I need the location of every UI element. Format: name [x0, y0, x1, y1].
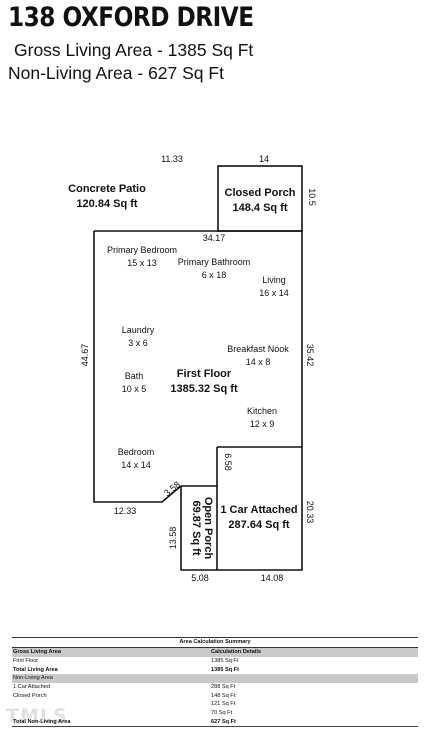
room-laundry-size: 3 x 6	[128, 338, 148, 348]
summary-header-row: Gross Living Area Calculation Details	[12, 648, 418, 657]
floor-plan-diagram: 11.33 14 10.5 34.17 44.67 35.42 6.58 20.…	[68, 154, 317, 583]
closed-porch-sqft: 148.4 Sq ft	[232, 202, 287, 214]
table-row: Total Non-Living Area 627 Sq Ft	[12, 718, 418, 728]
garage-sqft: 287.64 Sq ft	[228, 519, 289, 531]
garage-name: 1 Car Attached	[220, 504, 297, 516]
table-row: 121 Sq Ft	[12, 700, 418, 709]
room-bath-size: 10 x 5	[122, 384, 147, 394]
table-row: 70 Sq Ft	[12, 709, 418, 718]
row-label: Total Living Area	[13, 666, 58, 673]
page-title: 138 OXFORD DRIVE	[8, 2, 254, 33]
table-row: Closed Porch 148 Sq Ft	[12, 692, 418, 701]
room-living: Living	[262, 275, 286, 285]
table-row: Total Living Area 1385 Sq Ft	[12, 666, 418, 675]
non-living-area-label: Non-Living Area - 627 Sq Ft	[8, 63, 224, 83]
summary-col-details: Calculation Details	[211, 649, 262, 655]
room-bath: Bath	[125, 371, 144, 381]
room-bedroom: Bedroom	[118, 447, 155, 457]
room-breakfast-nook-size: 14 x 8	[246, 357, 271, 367]
area-summary-table: Area Calculation Summary Gross Living Ar…	[12, 637, 418, 728]
watermark-logo: TMLS	[6, 705, 68, 727]
room-primary-bathroom: Primary Bathroom	[178, 257, 251, 267]
row-label: Non-Living Area	[13, 675, 53, 682]
dim-garage-left: 6.58	[223, 453, 233, 471]
row-value: 148 Sq Ft	[211, 692, 236, 699]
summary-title: Area Calculation Summary	[12, 637, 418, 648]
dim-garage-right: 20.33	[305, 501, 315, 524]
row-label: First Floor	[13, 658, 39, 664]
row-value: 288 Sq Ft	[211, 684, 236, 691]
table-row: 1 Car Attached 288 Sq Ft	[12, 683, 418, 692]
room-kitchen-size: 12 x 9	[250, 419, 275, 429]
first-floor-outline-left	[93, 231, 182, 503]
dim-bottom-left: 12.33	[114, 506, 137, 516]
dim-left: 44.67	[80, 344, 90, 367]
summary-non-living-header: Non-Living Area	[12, 674, 418, 684]
patio-sqft: 120.84 Sq ft	[76, 198, 137, 210]
room-primary-bedroom: Primary Bedroom	[107, 245, 177, 255]
dim-main-top: 34.17	[203, 233, 226, 243]
room-breakfast-nook: Breakfast Nook	[227, 344, 289, 354]
room-kitchen: Kitchen	[247, 406, 277, 416]
summary-col-gross: Gross Living Area	[13, 649, 61, 655]
room-living-size: 16 x 14	[259, 288, 289, 298]
row-value: 627 Sq Ft	[211, 718, 236, 725]
row-value: 1385 Sq Ft	[211, 658, 239, 664]
gross-living-area-label: Gross Living Area - 1385 Sq Ft	[14, 40, 254, 60]
patio-name: Concrete Patio	[68, 183, 146, 195]
dim-porch-top: 14	[259, 154, 269, 164]
open-porch-name: Open Porch	[202, 497, 214, 560]
dim-porch-right: 10.5	[307, 188, 317, 206]
room-laundry: Laundry	[122, 325, 155, 335]
row-label: 1 Car Attached	[13, 684, 51, 691]
dim-patio-top: 11.33	[161, 154, 183, 164]
open-porch-sqft: 69.87 Sq ft	[190, 500, 202, 555]
table-row: First Floor 1385 Sq Ft	[12, 657, 418, 666]
dim-right: 35.42	[305, 344, 315, 367]
row-value: 70 Sq Ft	[211, 709, 233, 716]
dim-open-porch-left: 13.58	[168, 527, 178, 550]
first-floor-outline	[94, 230, 303, 447]
room-bedroom-size: 14 x 14	[121, 460, 151, 470]
dim-open-porch-bottom: 5.08	[191, 573, 209, 583]
first-floor-sqft: 1385.32 Sq ft	[170, 383, 238, 395]
room-primary-bedroom-size: 15 x 13	[127, 258, 157, 268]
row-value: 121 Sq Ft	[211, 701, 236, 708]
garage-outline	[216, 446, 303, 571]
row-label: Total Non-Living Area	[13, 718, 71, 725]
dim-garage-bottom: 14.08	[261, 573, 284, 583]
row-label: Closed Porch	[13, 692, 47, 699]
open-porch-outline	[180, 486, 217, 571]
dim-diagonal: 3.58	[162, 479, 182, 498]
room-primary-bathroom-size: 6 x 18	[202, 270, 227, 280]
first-floor-name: First Floor	[177, 368, 232, 380]
row-value: 1385 Sq Ft	[211, 666, 239, 673]
closed-porch-name: Closed Porch	[225, 187, 296, 199]
